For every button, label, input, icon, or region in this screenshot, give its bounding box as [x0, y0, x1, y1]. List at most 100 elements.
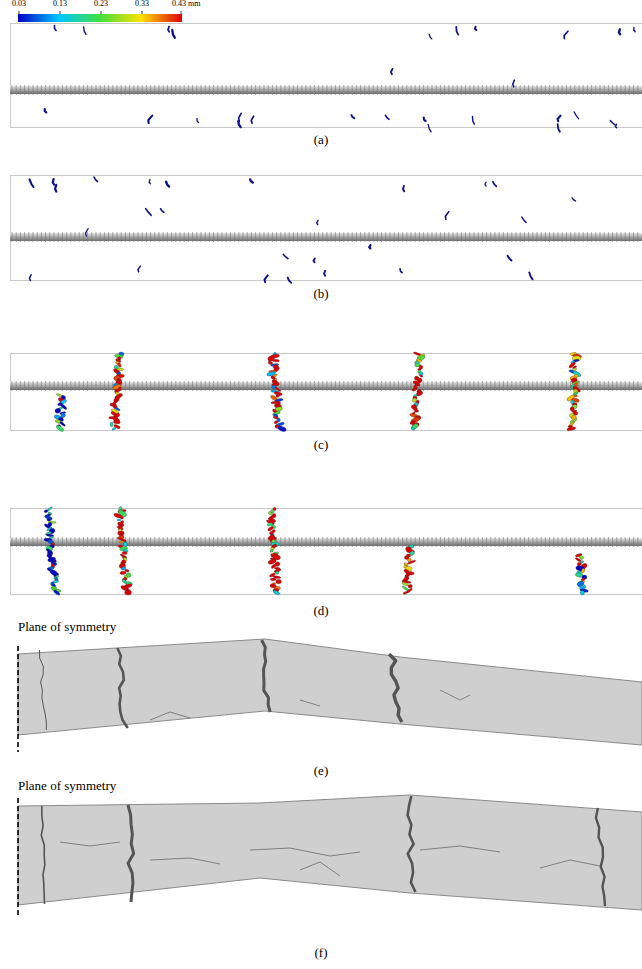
- micro-crack: [239, 113, 242, 121]
- rebar-rib: [226, 537, 227, 547]
- rebar-rib: [511, 381, 512, 391]
- rebar-rib: [217, 537, 218, 547]
- rebar-rib: [511, 537, 512, 547]
- rebar-rib: [553, 537, 554, 547]
- rebar-rib: [251, 232, 252, 242]
- rebar-rib: [377, 85, 378, 95]
- rebar-rib: [163, 537, 164, 547]
- rebar-rib: [390, 232, 391, 242]
- rebar-rib: [587, 537, 588, 547]
- rebar-rib: [625, 85, 626, 95]
- rebar-rib: [280, 537, 281, 547]
- rebar-rib: [33, 232, 34, 242]
- micro-crack: [238, 121, 240, 127]
- rebar-rib: [310, 381, 311, 391]
- rebar-rib: [608, 232, 609, 242]
- rebar-rib: [175, 85, 176, 95]
- rebar-rib: [20, 232, 21, 242]
- rebar-rib: [100, 537, 101, 547]
- rebar-rib: [348, 537, 349, 547]
- rebar-rib: [251, 381, 252, 391]
- micro-crack: [445, 212, 448, 220]
- micro-crack: [314, 259, 315, 263]
- micro-crack: [558, 124, 560, 131]
- rebar-rib: [398, 537, 399, 547]
- rebar-rib: [486, 537, 487, 547]
- rebar-rib: [96, 85, 97, 95]
- crack-width-patch: [276, 579, 282, 584]
- rebar-rib: [469, 537, 470, 547]
- rebar-rib: [591, 232, 592, 242]
- rebar-rib: [125, 381, 126, 391]
- rebar-rib: [62, 381, 63, 391]
- rebar-rib: [159, 381, 160, 391]
- rebar-rib: [100, 381, 101, 391]
- rebar-rib: [516, 232, 517, 242]
- crack-width-patch: [120, 516, 124, 520]
- rebar-rib: [175, 381, 176, 391]
- rebar-rib: [230, 85, 231, 95]
- rebar-rib: [163, 381, 164, 391]
- rebar-rib: [301, 232, 302, 242]
- rebar-rib: [226, 232, 227, 242]
- rebar-rib: [310, 232, 311, 242]
- rebar-rib: [247, 85, 248, 95]
- crack-width-patch: [117, 519, 121, 521]
- rebar-rib: [37, 232, 38, 242]
- crack-width-patch: [402, 582, 409, 587]
- rebar-rib: [415, 232, 416, 242]
- rebar-rib: [335, 85, 336, 95]
- rebar-rib: [427, 381, 428, 391]
- crack-width-patch: [403, 591, 408, 595]
- rebar-rib: [595, 537, 596, 547]
- rebar-rib: [532, 381, 533, 391]
- rebar-rib: [604, 381, 605, 391]
- rebar-rib: [100, 85, 101, 95]
- rebar-rib: [432, 381, 433, 391]
- rebar-rib: [306, 232, 307, 242]
- rebar-rib: [444, 85, 445, 95]
- rebar-rib: [528, 85, 529, 95]
- rebar-rib: [335, 381, 336, 391]
- rebar-rib: [285, 85, 286, 95]
- crack-width-patch: [55, 424, 64, 432]
- rebar-rib: [427, 85, 428, 95]
- rebar-rib: [272, 85, 273, 95]
- rebar-rib: [222, 85, 223, 95]
- rebar-rib: [188, 232, 189, 242]
- rebar-rib: [558, 537, 559, 547]
- rebar-rib: [327, 537, 328, 547]
- rebar-rib: [461, 85, 462, 95]
- rebar-rib: [369, 85, 370, 95]
- crack-width-patch: [270, 578, 276, 581]
- rebar-rib: [356, 537, 357, 547]
- micro-crack: [564, 31, 568, 38]
- rebar-rib: [545, 232, 546, 242]
- crack-width-patch: [110, 422, 113, 427]
- rebar-rib: [398, 381, 399, 391]
- rebar-rib: [33, 381, 34, 391]
- rebar-rib: [625, 381, 626, 391]
- rebar-rib: [499, 537, 500, 547]
- tick-mark: [101, 11, 102, 14]
- rebar-rib: [318, 85, 319, 95]
- rebar-rib: [327, 85, 328, 95]
- hairline-crack: [540, 860, 600, 868]
- rebar-rib: [20, 537, 21, 547]
- rebar-rib: [406, 381, 407, 391]
- rebar-rib: [499, 381, 500, 391]
- rebar-rib: [49, 381, 50, 391]
- crack-width-patch: [112, 427, 116, 431]
- rebar-rib: [495, 232, 496, 242]
- rebar-rib: [243, 381, 244, 391]
- rebar-rib: [243, 232, 244, 242]
- micro-crack: [428, 124, 431, 132]
- rebar-rib: [339, 232, 340, 242]
- rebar-rib: [192, 232, 193, 242]
- rebar-rib: [595, 232, 596, 242]
- rebar-rib: [482, 381, 483, 391]
- rebar-rib: [83, 232, 84, 242]
- rebar-rib: [222, 537, 223, 547]
- rebar-rib: [213, 381, 214, 391]
- rebar-rib: [138, 381, 139, 391]
